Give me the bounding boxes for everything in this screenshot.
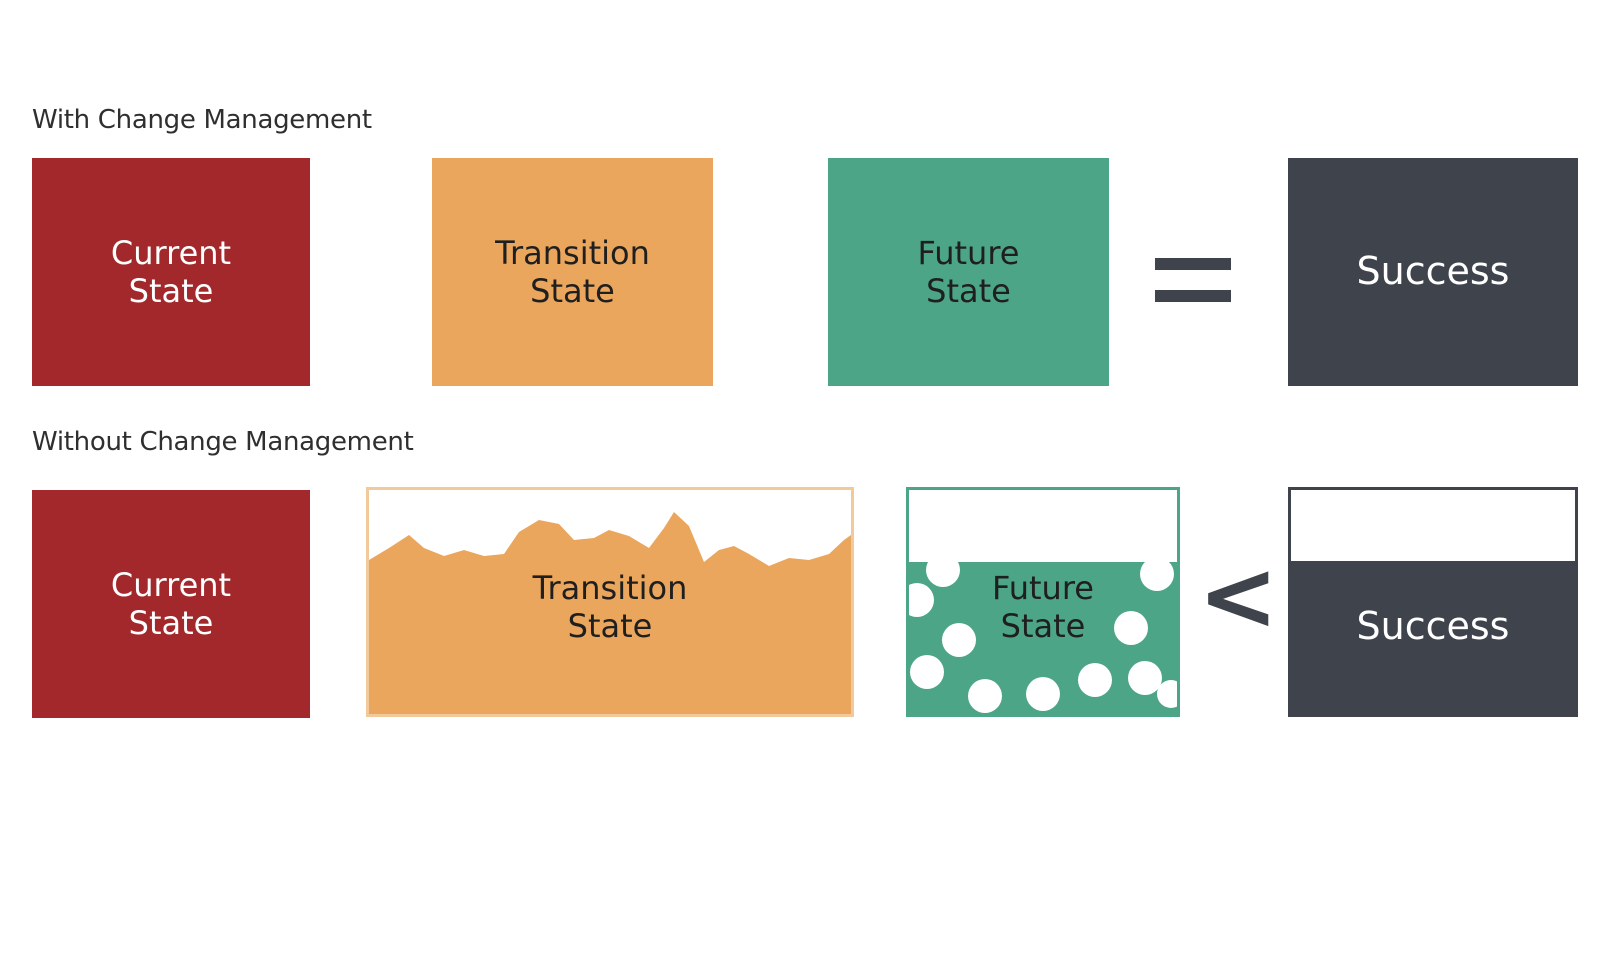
with-transition-state-line2: State	[530, 272, 615, 310]
with-success-box: Success	[1288, 158, 1578, 386]
with-transition-state-text: Transition State	[432, 158, 713, 386]
without-transition-state-text: Transition State	[369, 490, 851, 714]
with-change-management-label: With Change Management	[32, 105, 372, 135]
without-future-state-line1: Future	[992, 568, 1094, 607]
with-future-state-line1: Future	[917, 233, 1020, 272]
holey-future-fill-icon	[909, 553, 1177, 714]
with-current-state-box: Current State	[32, 158, 310, 386]
without-success-text: Success	[1356, 604, 1510, 649]
with-current-state-text: Current State	[32, 158, 310, 386]
without-transition-state-box: Transition State	[366, 487, 854, 717]
less-than-icon: <	[1198, 540, 1279, 652]
with-transition-state-box: Transition State	[432, 158, 713, 386]
without-transition-state-line2: State	[567, 607, 653, 645]
without-future-state-text: Future State	[909, 490, 1177, 714]
with-current-state-line1: Current	[110, 233, 232, 272]
with-future-state-box: Future State	[828, 158, 1109, 386]
without-future-state-line2: State	[1000, 607, 1086, 645]
with-success-text: Success	[1356, 249, 1510, 294]
partial-success-fill	[1291, 561, 1575, 714]
without-current-state-box: Current State	[32, 490, 310, 718]
without-current-state-line2: State	[128, 604, 214, 642]
with-future-state-text: Future State	[828, 158, 1109, 386]
with-future-state-line2: State	[926, 272, 1011, 310]
without-current-state-text: Current State	[32, 490, 310, 718]
jagged-transition-fill-icon	[369, 512, 851, 714]
with-current-state-line2: State	[128, 272, 214, 310]
with-transition-state-line1: Transition	[495, 233, 650, 272]
without-future-state-box: Future State	[906, 487, 1180, 717]
equals-bar-bottom	[1155, 290, 1231, 302]
equals-bar-top	[1155, 258, 1231, 270]
without-success-box: Success	[1288, 487, 1578, 717]
without-current-state-line1: Current	[110, 565, 232, 604]
without-transition-state-line1: Transition	[532, 568, 688, 607]
without-change-management-label: Without Change Management	[32, 427, 414, 457]
